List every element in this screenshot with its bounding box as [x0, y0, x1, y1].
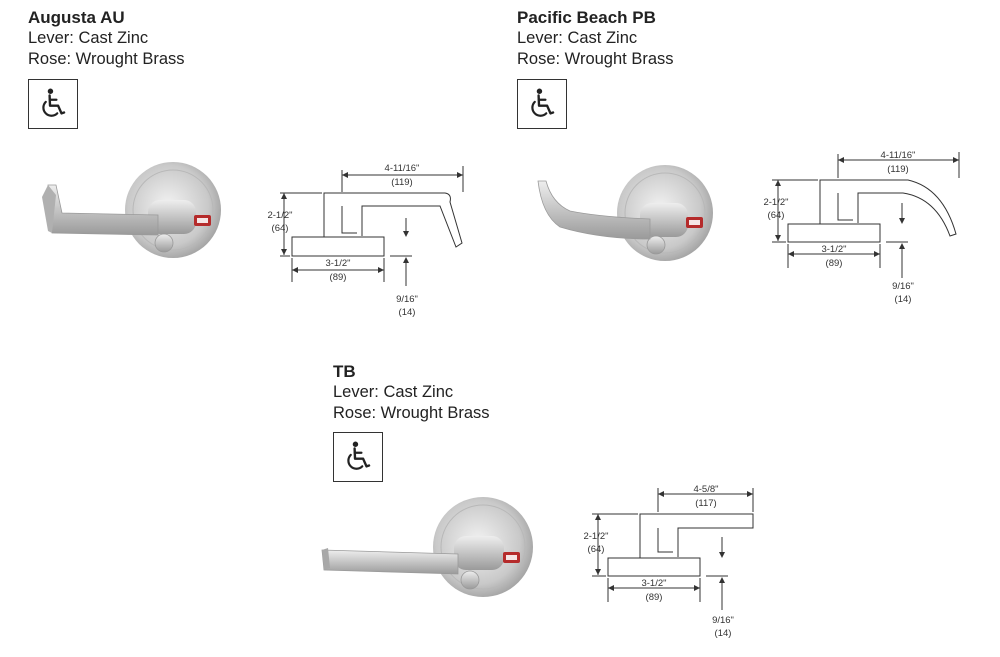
dim-rose-thick: 9/16" — [892, 281, 914, 292]
dim-rose-thick: 9/16" — [712, 615, 734, 626]
dim-rose-dia: 3-1/2" — [821, 244, 846, 255]
wheelchair-accessible-icon — [341, 440, 375, 474]
dim-rose-thick-mm: (14) — [399, 307, 416, 318]
dimension-drawing-tb: 4-5/8" (117) 2-1/2" (64) 3-1/2" (89) 9/1… — [583, 484, 754, 639]
dim-length: 4-5/8" — [693, 484, 718, 495]
ada-badge — [28, 79, 78, 129]
dimension-drawing-pacific-beach: 4-11/16" (119) 2-1/2" (64) 3-1/2" (89) 9… — [763, 150, 960, 305]
lever-material: Lever: Cast Zinc — [28, 29, 149, 47]
dim-rose-thick-mm: (14) — [715, 628, 732, 639]
dim-rose-dia: 3-1/2" — [641, 578, 666, 589]
wheelchair-accessible-icon — [525, 87, 559, 121]
dim-height-mm: (64) — [272, 223, 289, 234]
product-name: TB — [333, 362, 356, 381]
dim-length-mm: (119) — [887, 164, 908, 175]
wheelchair-accessible-icon — [36, 87, 70, 121]
dim-rose-dia-mm: (89) — [646, 592, 663, 603]
dim-height: 2-1/2" — [267, 210, 292, 221]
product-name: Pacific Beach PB — [517, 8, 656, 27]
product-augusta: Augusta AU Lever: Cast Zinc Rose: Wrough… — [28, 7, 185, 70]
lever-material: Lever: Cast Zinc — [517, 29, 638, 47]
dim-height-mm: (64) — [588, 544, 605, 555]
lever-photo-pacific-beach — [537, 165, 713, 261]
dim-height: 2-1/2" — [583, 531, 608, 542]
ada-badge — [517, 79, 567, 129]
dimension-drawing-augusta: 4-11/16" (119) 2-1/2" (64) 3-1/2" (89) 9… — [267, 163, 464, 318]
product-name: Augusta AU — [28, 8, 125, 27]
product-pacific-beach: Pacific Beach PB Lever: Cast Zinc Rose: … — [517, 7, 674, 70]
lever-photo-augusta — [42, 162, 221, 258]
dim-rose-thick: 9/16" — [396, 294, 418, 305]
dim-height-mm: (64) — [768, 210, 785, 221]
dim-length: 4-11/16" — [881, 150, 916, 161]
dim-rose-dia-mm: (89) — [826, 258, 843, 269]
rose-material: Rose: Wrought Brass — [333, 404, 490, 422]
lever-photo-tb — [321, 497, 533, 597]
rose-material: Rose: Wrought Brass — [28, 50, 185, 68]
dim-length-mm: (117) — [695, 498, 716, 509]
dim-rose-dia: 3-1/2" — [325, 258, 350, 269]
dim-rose-dia-mm: (89) — [330, 272, 347, 283]
ada-badge — [333, 432, 383, 482]
dim-length-mm: (119) — [391, 177, 412, 188]
product-tb: TB Lever: Cast Zinc Rose: Wrought Brass — [333, 361, 490, 424]
dim-length: 4-11/16" — [385, 163, 420, 174]
dim-rose-thick-mm: (14) — [895, 294, 912, 305]
rose-material: Rose: Wrought Brass — [517, 50, 674, 68]
lever-material: Lever: Cast Zinc — [333, 383, 454, 401]
dim-height: 2-1/2" — [763, 197, 788, 208]
